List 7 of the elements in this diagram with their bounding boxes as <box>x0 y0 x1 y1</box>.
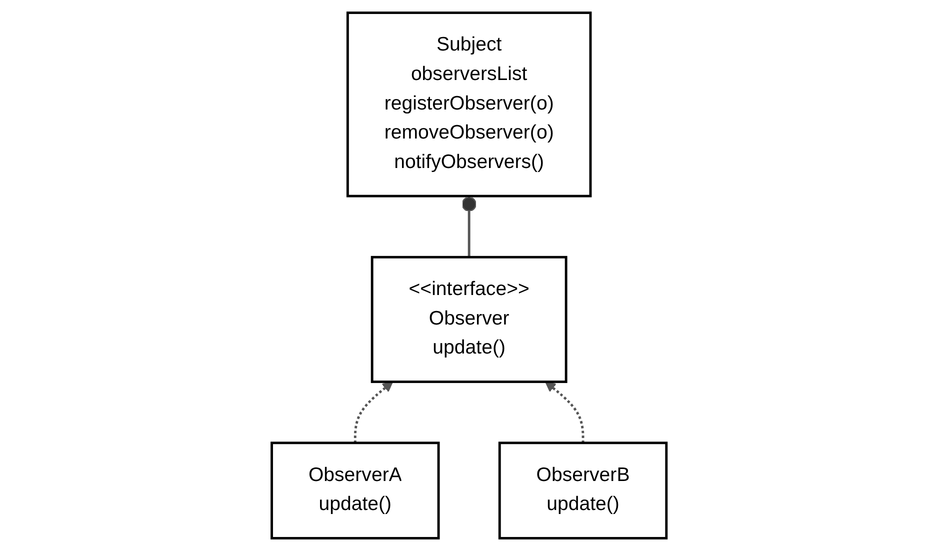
connector <box>354 381 394 443</box>
class-box: ObserverA update() <box>270 442 440 540</box>
class-box: <<interface>> Observer update() <box>370 256 568 384</box>
connector <box>544 381 584 443</box>
class-box: ObserverB update() <box>498 442 668 540</box>
class-box: Subject observersList registerObserver(o) removeObserver(o) notifyObservers() <box>346 12 592 198</box>
connector <box>462 196 476 258</box>
